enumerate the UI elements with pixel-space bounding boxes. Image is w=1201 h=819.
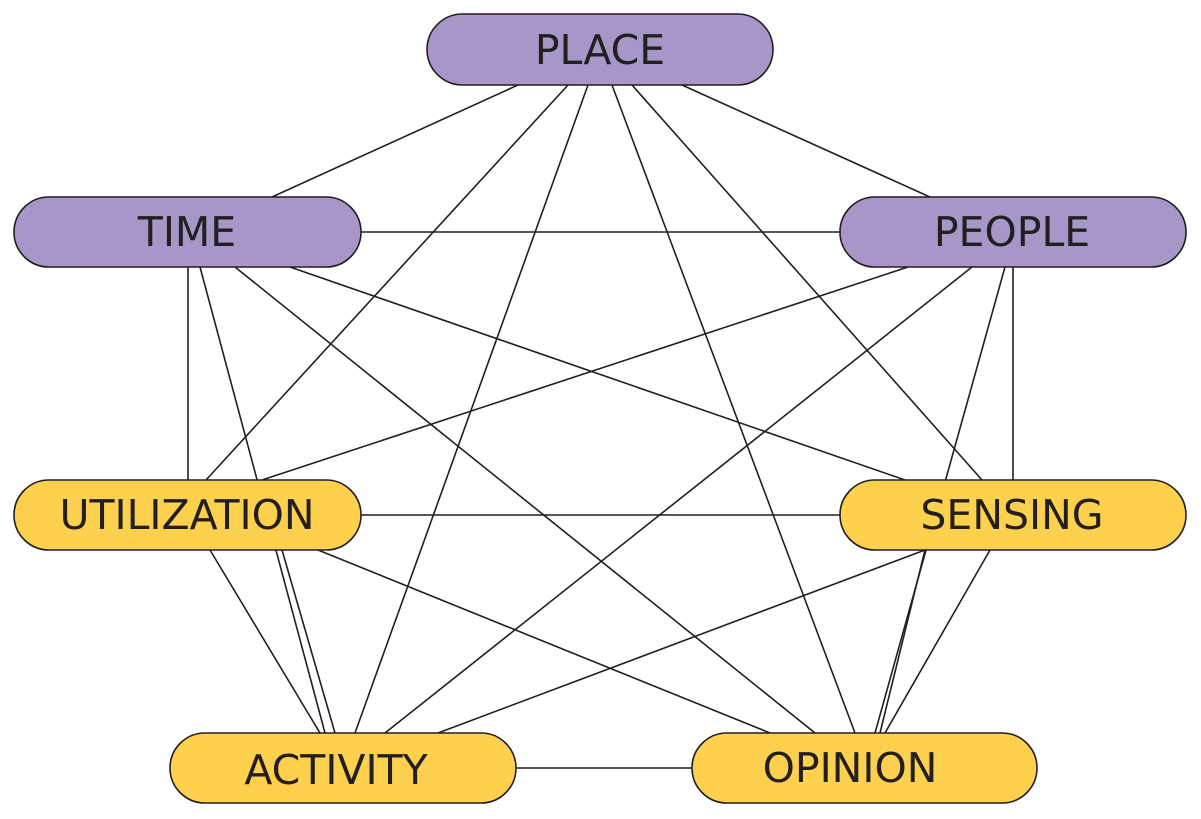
node-place-label: PLACE: [535, 26, 665, 74]
edge-time-opinion: [234, 266, 816, 734]
node-utilization: UTILIZATION: [13, 479, 362, 551]
node-utilization-label: UTILIZATION: [59, 491, 314, 539]
node-time-pill: [13, 196, 362, 268]
edge-place-sensing: [631, 84, 983, 481]
edge-sensing-opinion: [884, 549, 991, 734]
node-time: TIME: [13, 196, 362, 268]
edge-sensing-opinion-2: [879, 549, 926, 734]
connections: [187, 84, 1014, 769]
node-place: PLACE: [426, 13, 774, 86]
edge-place-opinion: [611, 84, 856, 734]
edge-place-activity: [354, 84, 589, 734]
edge-utilization-activity: [209, 549, 321, 734]
node-sensing: SENSING: [839, 479, 1187, 551]
edge-people-activity: [384, 266, 973, 734]
node-sensing-label: SENSING: [920, 491, 1103, 539]
node-opinion-pill: [691, 732, 1038, 804]
edge-place-time: [271, 84, 519, 198]
edge-sensing-activity: [437, 549, 926, 734]
nodes: PLACE TIME PEOPLE UTILIZATION SENSING AC…: [13, 13, 1187, 804]
edge-place-people: [681, 84, 931, 198]
node-activity-pill: [169, 732, 517, 804]
node-activity: ACTIVITY: [169, 732, 517, 804]
edge-time-sensing: [289, 266, 906, 481]
node-people-pill: [839, 196, 1187, 268]
edge-utilization-opinion: [317, 549, 771, 734]
node-opinion: OPINION: [691, 732, 1038, 804]
edge-utilization-activity-2: [281, 549, 336, 734]
node-activity-label: ACTIVITY: [244, 746, 428, 794]
node-time-label: TIME: [137, 208, 236, 256]
node-sensing-pill: [839, 479, 1187, 551]
node-utilization-pill: [13, 479, 362, 551]
edge-place-utilization: [205, 84, 569, 481]
node-place-pill: [426, 13, 774, 86]
node-people: PEOPLE: [839, 196, 1187, 268]
edge-people-utilization: [261, 266, 909, 481]
node-opinion-label: OPINION: [763, 744, 938, 792]
node-people-label: PEOPLE: [934, 208, 1090, 256]
